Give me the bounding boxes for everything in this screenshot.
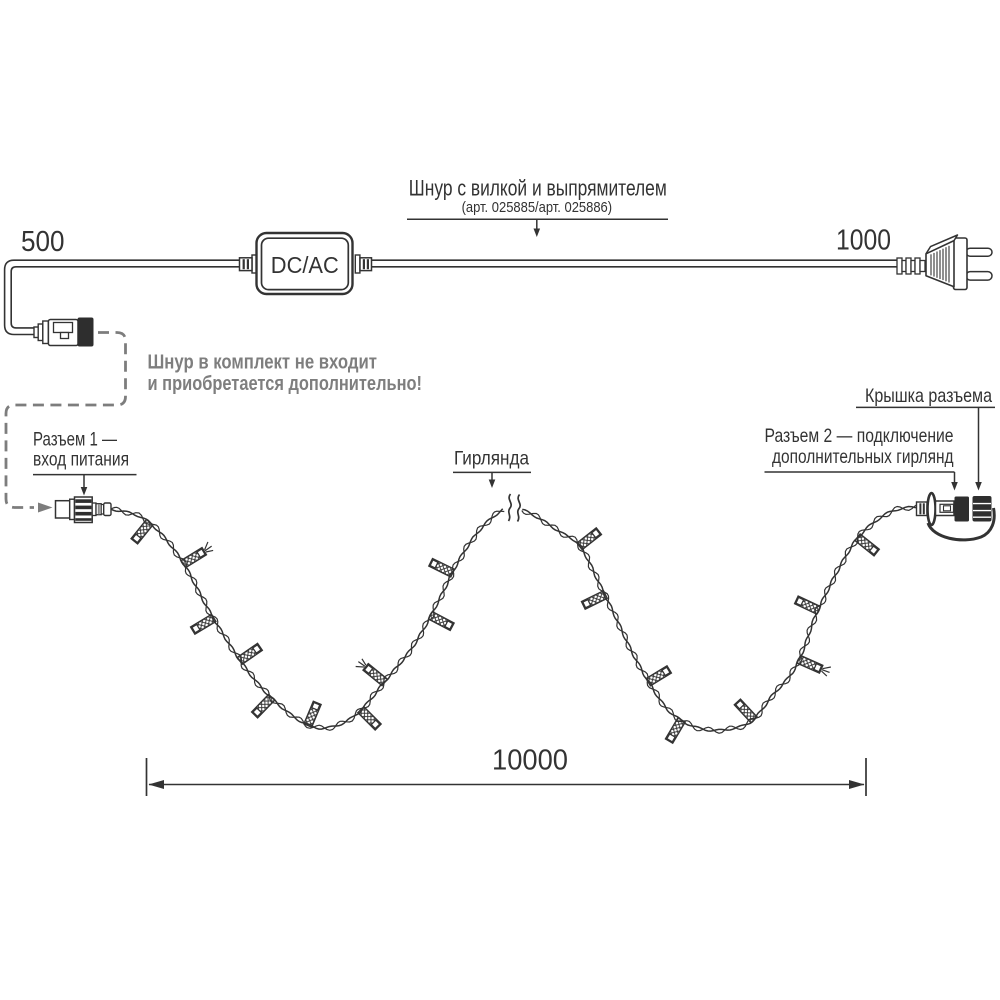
svg-text:Шнур в комплект не входит: Шнур в комплект не входит <box>148 352 378 374</box>
svg-text:10000: 10000 <box>492 745 568 777</box>
svg-text:Шнур с вилкой и выпрямителем: Шнур с вилкой и выпрямителем <box>409 176 667 201</box>
svg-text:Разъем 1 —: Разъем 1 — <box>33 429 117 451</box>
svg-text:дополнительных гирлянд: дополнительных гирлянд <box>772 446 954 468</box>
svg-text:вход питания: вход питания <box>33 449 129 471</box>
svg-text:500: 500 <box>21 226 65 258</box>
svg-text:Гирлянда: Гирлянда <box>454 448 529 470</box>
svg-text:(арт. 025885/арт. 025886): (арт. 025885/арт. 025886) <box>462 199 613 216</box>
svg-text:1000: 1000 <box>836 225 891 257</box>
svg-text:и приобретается дополнительно!: и приобретается дополнительно! <box>148 373 423 395</box>
svg-text:Крышка разъема: Крышка разъема <box>865 385 992 407</box>
svg-text:DC/AC: DC/AC <box>271 252 339 278</box>
svg-text:Разъем 2 — подключение: Разъем 2 — подключение <box>765 425 954 447</box>
